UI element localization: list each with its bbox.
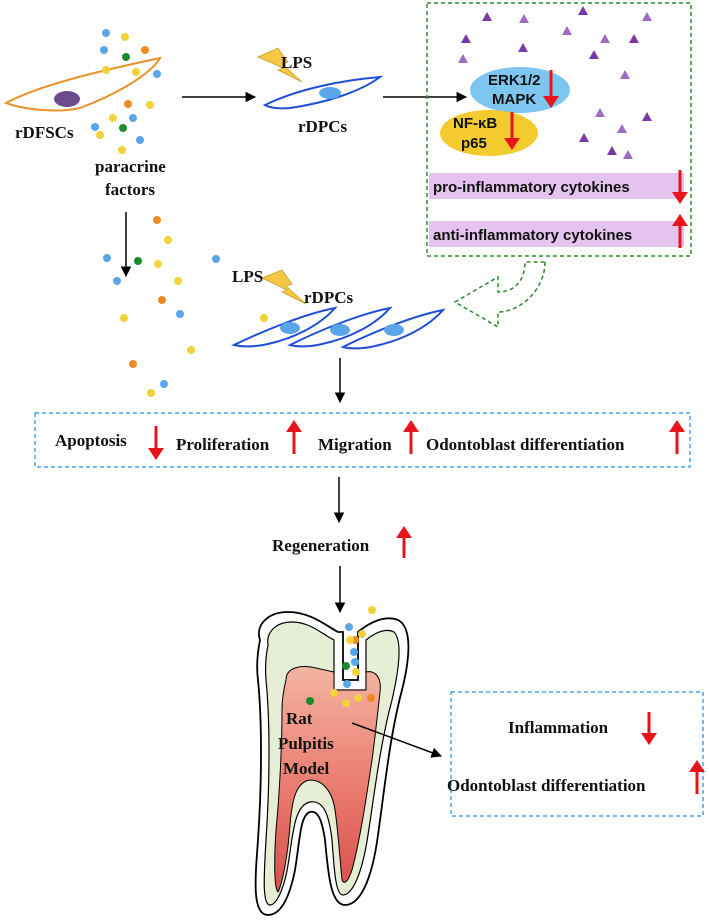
target-cell-top (262, 75, 384, 110)
target-cell-top-label: rDPCs (298, 117, 347, 136)
anti-inflammatory-up-arrow (672, 214, 688, 248)
anti-inflammatory-band (429, 221, 684, 247)
effect-odontoblast-label: Odontoblast differentiation (426, 435, 625, 454)
erk-label-line1: ERK1/2 (488, 72, 541, 89)
paracrine-dots-top (91, 29, 161, 154)
paracrine-dots-tooth (306, 606, 376, 707)
nfkb-label-line2: p65 (461, 135, 487, 152)
outcomes-box (450, 691, 704, 817)
lps-bolt-top (257, 47, 303, 83)
nfkb-label-line1: NF-κB (453, 115, 497, 132)
arrow-model-to-outcomes (351, 722, 442, 758)
paracrine-label-line2: factors (105, 180, 155, 199)
effect-migration-label: Migration (318, 435, 392, 454)
effect-proliferation-label: Proliferation (176, 435, 270, 454)
paracrine-label-line1: paracrine (95, 157, 166, 176)
outcome-odontoblast-up-arrow (689, 760, 705, 794)
feedback-arrow (453, 261, 546, 329)
nfkb-down-arrow (504, 112, 520, 150)
model-label-line3: Model (283, 759, 330, 778)
paracrine-dots-middle (103, 216, 268, 397)
erk-down-arrow (543, 70, 559, 108)
tooth-illustration (254, 611, 410, 916)
cytokine-triangles (458, 6, 652, 159)
donor-cell (3, 56, 163, 112)
odontoblast-up-arrow (669, 420, 685, 454)
regeneration-up-arrow (396, 526, 412, 558)
erk-label-line2: MAPK (492, 91, 536, 108)
inflammation-down-arrow (641, 712, 657, 745)
erk-mapk-oval (470, 67, 570, 113)
outcome-odontoblast-label: Odontoblast differentiation (447, 776, 646, 795)
migration-up-arrow (403, 420, 419, 454)
pro-inflammatory-label: pro-inflammatory cytokines (433, 179, 630, 196)
lps-label-top: LPS (281, 53, 312, 72)
effect-apoptosis-label: Apoptosis (55, 431, 127, 450)
model-label-line2: Pulpitis (278, 734, 334, 753)
proliferation-up-arrow (286, 420, 302, 454)
donor-cell-label: rDFSCs (15, 123, 74, 142)
model-label-line1: Rat (286, 709, 313, 728)
lps-bolt-middle (261, 269, 307, 305)
regeneration-label: Regeneration (272, 536, 370, 555)
target-cells-middle (231, 306, 446, 350)
effects-box (34, 412, 691, 468)
outcome-inflammation-label: Inflammation (508, 718, 609, 737)
apoptosis-down-arrow (148, 426, 164, 460)
pro-inflammatory-band (429, 173, 684, 199)
pro-inflammatory-down-arrow (672, 170, 688, 204)
anti-inflammatory-label: anti-inflammatory cytokines (433, 227, 632, 244)
target-cell-middle-label: rDPCs (304, 288, 353, 307)
lps-label-middle: LPS (232, 267, 263, 286)
